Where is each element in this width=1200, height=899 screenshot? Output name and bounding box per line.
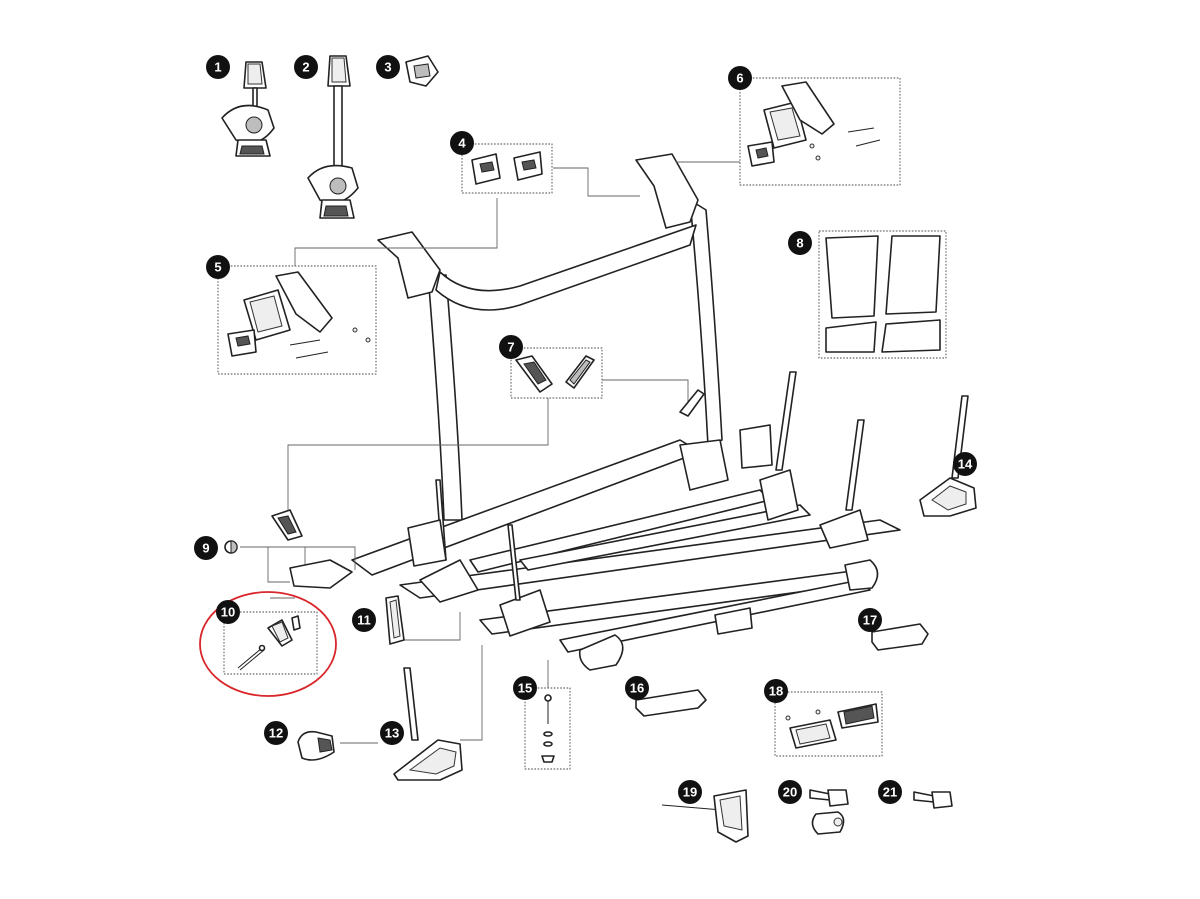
callout-16: 16 [625, 676, 649, 700]
wheel-holder-part [271, 509, 353, 589]
callout-15: 15 [513, 676, 537, 700]
callout-8: 8 [788, 231, 812, 255]
part-6-top-clamp-kit-right [739, 77, 901, 186]
callout-6: 6 [728, 66, 752, 90]
svg-text:2: 2 [302, 60, 309, 75]
callout-21: 21 [878, 780, 902, 804]
callout-17: 17 [858, 608, 882, 632]
callout-9: 9 [194, 536, 218, 560]
callout-20: 20 [778, 780, 802, 804]
svg-text:1: 1 [214, 60, 221, 75]
svg-text:3: 3 [384, 60, 391, 75]
part-1-bike-clamp-short [221, 61, 275, 157]
part-10-bolt-kit [223, 611, 318, 675]
part-18-light-kit [774, 691, 883, 757]
svg-text:16: 16 [630, 681, 644, 696]
callout-7: 7 [499, 335, 523, 359]
svg-text:17: 17 [863, 613, 877, 628]
svg-text:18: 18 [769, 684, 783, 699]
callout-19: 19 [678, 780, 702, 804]
svg-text:7: 7 [507, 340, 514, 355]
callout-5: 5 [206, 255, 230, 279]
svg-text:11: 11 [357, 613, 371, 628]
part-15-screw-set [524, 687, 571, 770]
callout-12: 12 [264, 721, 288, 745]
callout-1: 1 [206, 55, 230, 79]
callout-10: 10 [216, 600, 240, 624]
callout-14: 14 [953, 452, 977, 476]
svg-text:9: 9 [202, 541, 209, 556]
rack-frame [351, 153, 901, 671]
svg-text:19: 19 [683, 785, 697, 800]
part-13-wheel-holder [393, 667, 463, 781]
svg-text:8: 8 [796, 236, 803, 251]
svg-text:14: 14 [958, 457, 973, 472]
svg-text:10: 10 [221, 605, 235, 620]
part-20-lock-and-key [809, 789, 849, 835]
part-8-protective-pads [818, 230, 947, 359]
svg-text:12: 12 [269, 726, 283, 741]
part-9-knob [224, 540, 238, 554]
part-21-key [913, 791, 953, 809]
highlight-circle [199, 591, 337, 697]
callout-3: 3 [376, 55, 400, 79]
part-19-plug-adapter [661, 789, 749, 843]
svg-text:5: 5 [214, 260, 221, 275]
part-4-frame-caps [461, 143, 553, 194]
svg-text:21: 21 [883, 785, 897, 800]
callout-13: 13 [380, 721, 404, 745]
part-2-bike-clamp-long [307, 55, 359, 219]
part-12-cap [297, 730, 335, 761]
callout-2: 2 [294, 55, 318, 79]
svg-text:20: 20 [783, 785, 797, 800]
part-3-end-cap [405, 55, 439, 87]
part-11-frame-holder [385, 595, 405, 645]
svg-text:6: 6 [736, 71, 743, 86]
svg-text:4: 4 [458, 136, 466, 151]
leader-lines [240, 161, 740, 744]
callout-18: 18 [764, 679, 788, 703]
svg-text:13: 13 [385, 726, 399, 741]
part-5-top-clamp-kit-left [217, 265, 377, 375]
svg-text:15: 15 [518, 681, 532, 696]
part-16-cover [635, 689, 707, 717]
callout-badges: 1 2 3 4 5 6 7 8 9 10 11 12 13 14 15 16 1… [194, 55, 977, 804]
callout-11: 11 [352, 608, 376, 632]
callout-4: 4 [450, 131, 474, 155]
part-7-straps [510, 347, 705, 417]
part-17-cover [871, 623, 929, 651]
